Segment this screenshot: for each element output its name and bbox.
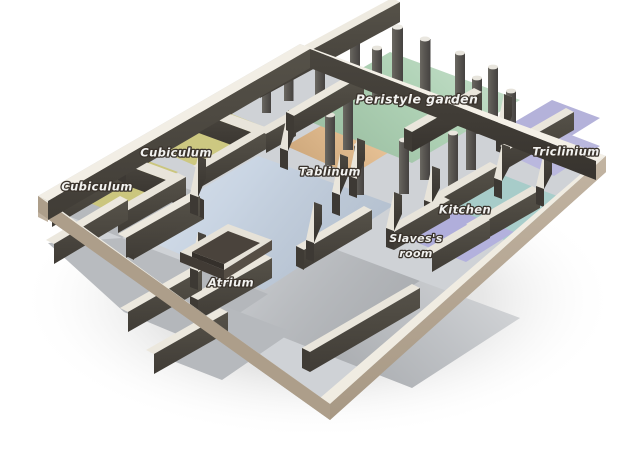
column <box>455 50 465 109</box>
wall-cubiculum-front-2 <box>193 127 268 187</box>
wall-front-divider-1 <box>306 202 322 262</box>
outer-wall-ne-inner <box>310 49 596 180</box>
outer-wall <box>38 44 606 420</box>
outer-wall-nw-top <box>38 44 310 201</box>
wall-cubiculum-front-1 <box>110 173 186 233</box>
column <box>419 36 431 95</box>
outer-wall-sw-face <box>38 196 330 420</box>
wall-taberna-vertical <box>190 156 206 216</box>
interior-walls <box>44 0 574 374</box>
column <box>392 24 403 85</box>
wall-atrium-east <box>332 154 348 216</box>
wall-slaves-north <box>386 196 450 250</box>
wall-tablinum-east <box>349 138 365 198</box>
column <box>488 64 498 123</box>
outer-wall-se-top <box>320 156 606 404</box>
wall-slaves-west <box>386 192 402 250</box>
wall-peristyle-south <box>286 71 364 134</box>
wall-service-block-divider <box>494 144 510 199</box>
column <box>448 130 458 187</box>
outer-wall-ne-top <box>300 44 606 161</box>
floor-taberna-2 <box>48 238 196 312</box>
column <box>325 112 335 165</box>
impluvium <box>180 224 272 280</box>
outer-wall-nw-inner <box>48 49 310 220</box>
outer-wall-se-face <box>330 156 606 420</box>
wall-slaves-south <box>424 216 490 272</box>
wall-taberna-divider-3 <box>118 192 200 258</box>
floor-taberna-4 <box>150 306 292 380</box>
wall-front-divider-2 <box>302 284 420 372</box>
